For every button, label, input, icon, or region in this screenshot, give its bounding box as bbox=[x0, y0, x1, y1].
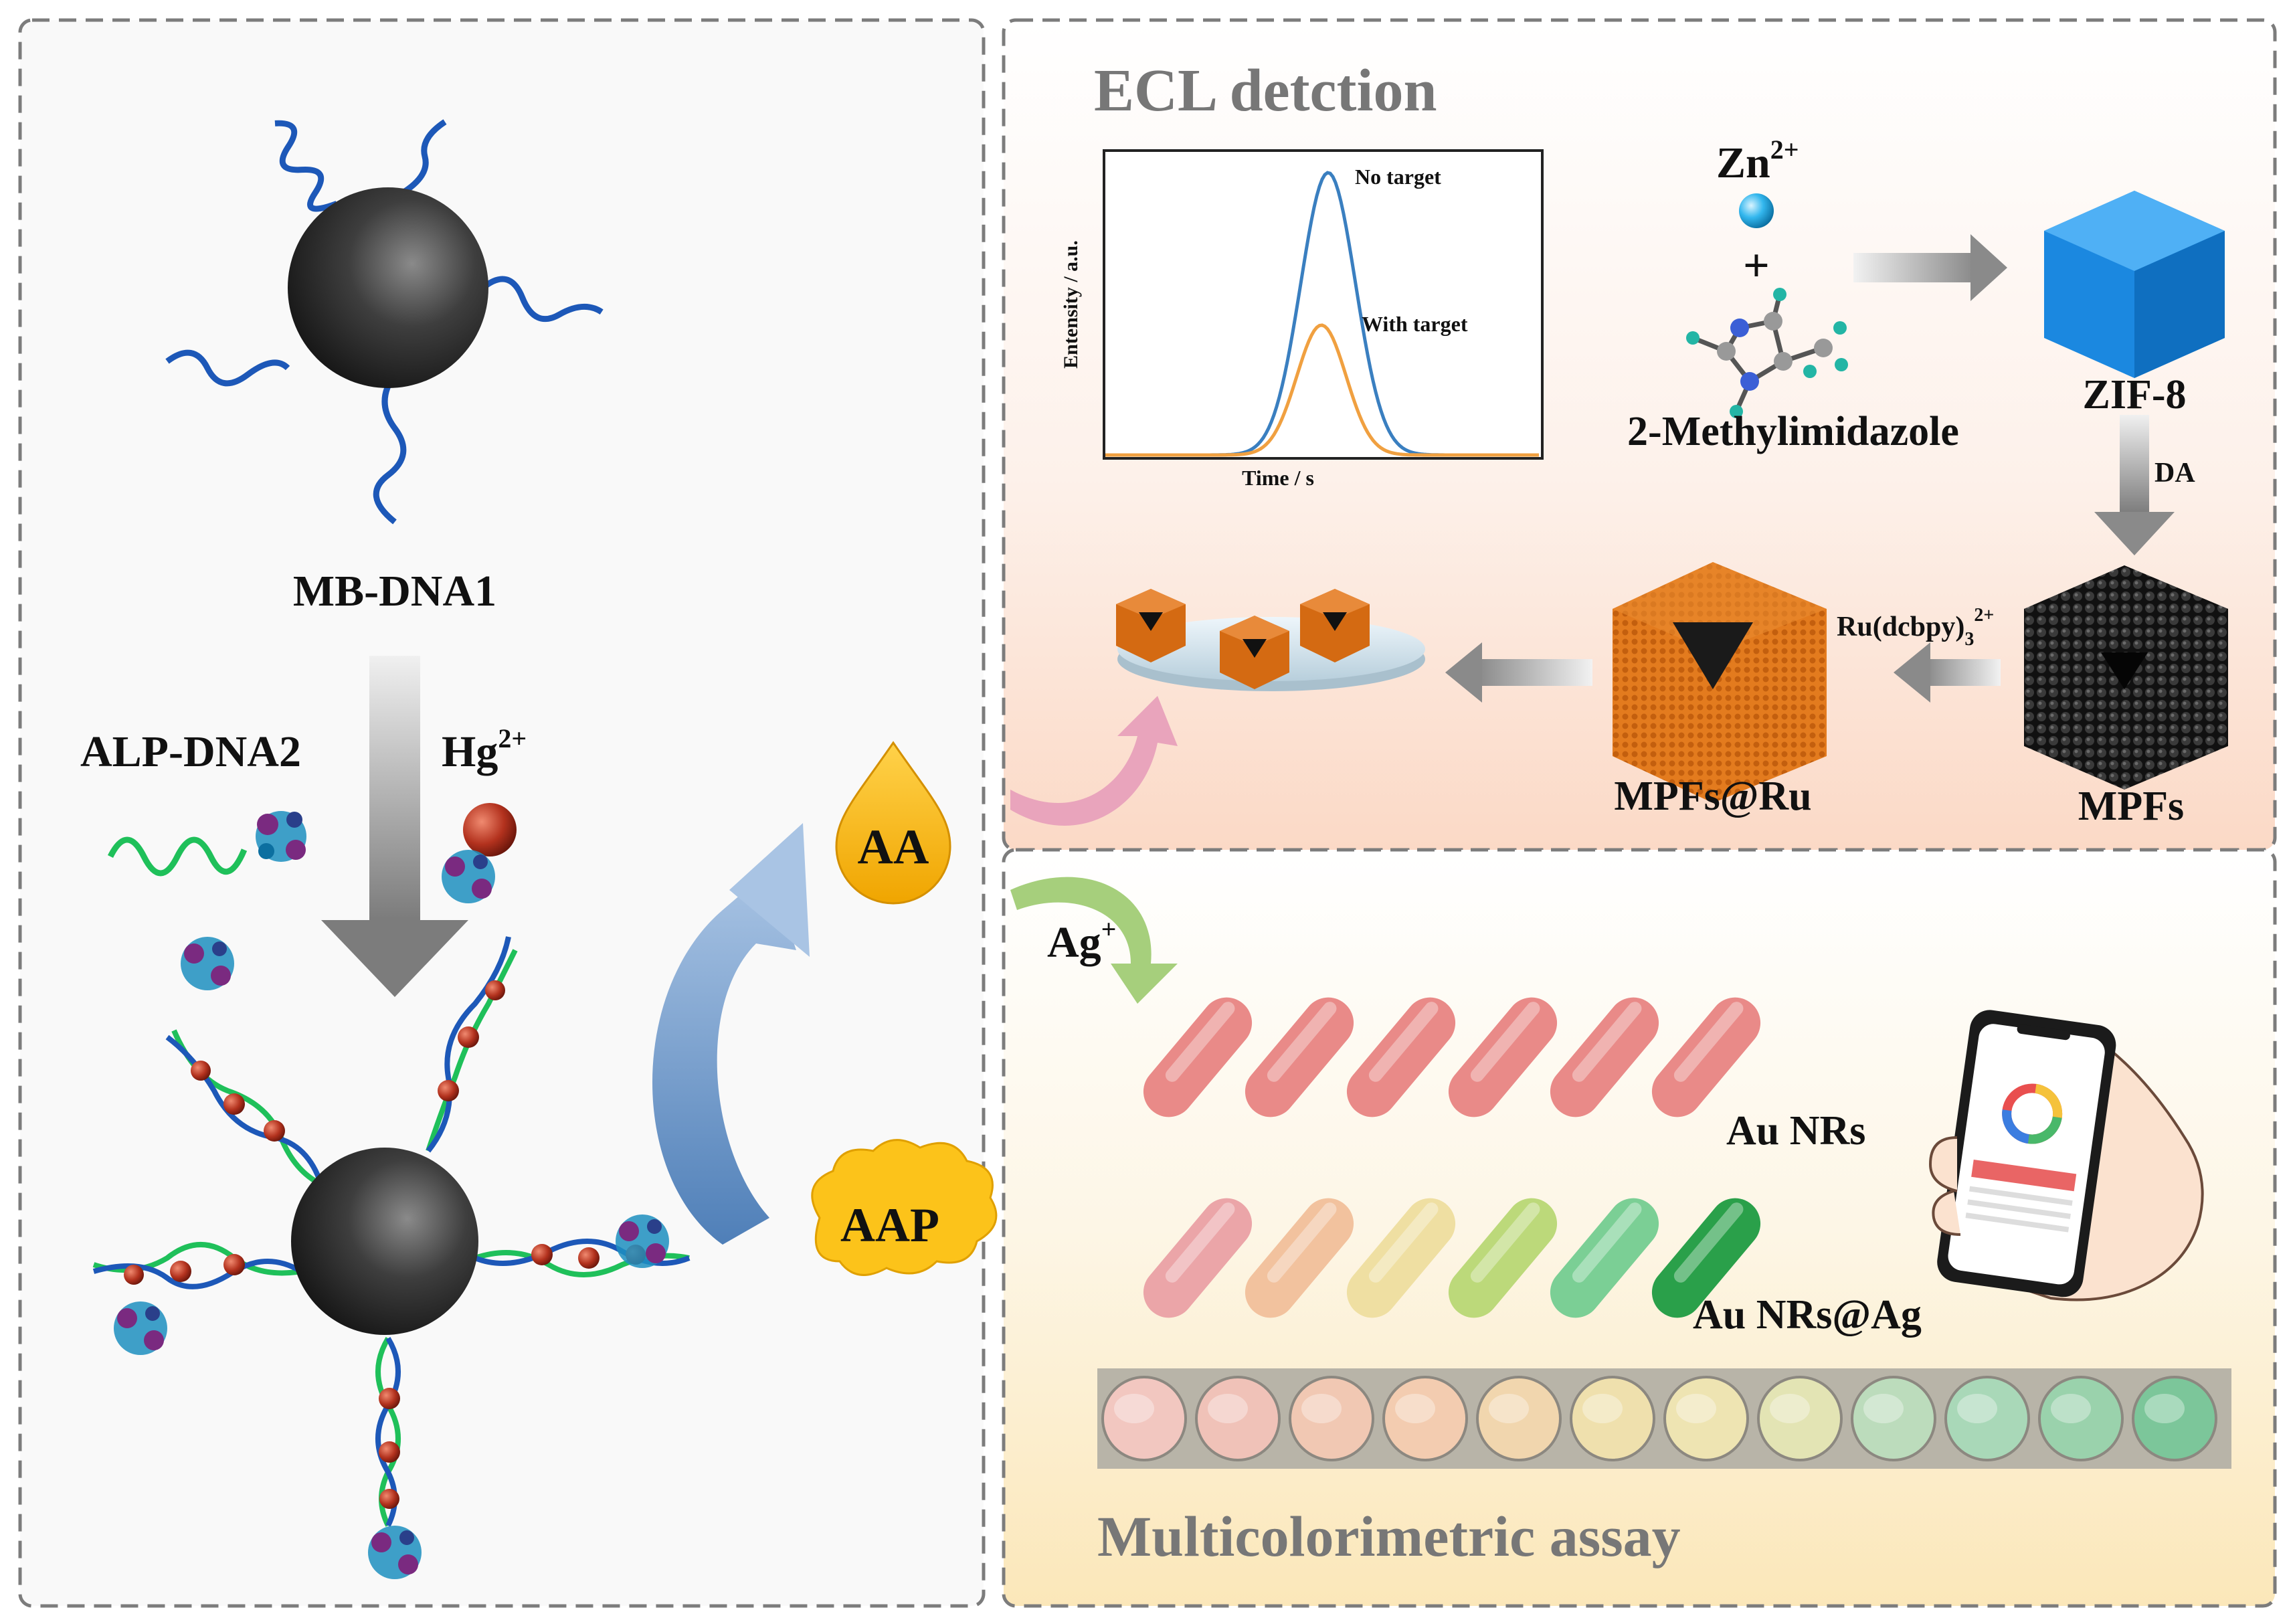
mpfs-ru-cube bbox=[1613, 562, 1827, 803]
magnetic-bead bbox=[288, 187, 488, 388]
alp-dna2-strand bbox=[107, 811, 306, 877]
zif8-cube bbox=[2044, 191, 2225, 378]
mb-dna1-particle bbox=[165, 119, 604, 525]
au-nr-rod-4 bbox=[1448, 997, 1558, 1117]
mpfs-cube bbox=[2024, 565, 2228, 790]
arrow-to-zif8 bbox=[1853, 234, 2007, 301]
ecl-legend-with-target: With target bbox=[1362, 312, 1468, 336]
label-ru-complex: Ru(dcbpy)32+ bbox=[1837, 605, 1994, 650]
au-nr-rod-3 bbox=[1346, 997, 1456, 1117]
well-8 bbox=[1757, 1376, 1843, 1461]
au-nr-rod-6 bbox=[1651, 997, 1761, 1117]
down-arrow-left bbox=[321, 656, 468, 997]
label-zn: Zn2+ bbox=[1716, 134, 1799, 187]
well-1 bbox=[1101, 1376, 1187, 1461]
well-10 bbox=[1944, 1376, 2030, 1461]
plus-sign: + bbox=[1743, 240, 1770, 292]
aa-drop: AA bbox=[835, 741, 951, 905]
ecl-legend-no-target: No target bbox=[1355, 165, 1441, 189]
au-nr-ag-rod-1 bbox=[1143, 1198, 1253, 1318]
ecl-plot: Time / s Entensity / a.u. No target With… bbox=[1060, 149, 1544, 490]
well-9 bbox=[1851, 1376, 1936, 1461]
au-nr-ag-rod-4 bbox=[1448, 1198, 1558, 1318]
green-curved-arrow bbox=[1010, 877, 1178, 1004]
au-nrs-rods bbox=[1143, 997, 1761, 1117]
well-6 bbox=[1570, 1376, 1655, 1461]
mpfs-ru-on-plate bbox=[1116, 589, 1370, 689]
label-hg: Hg2+ bbox=[442, 723, 527, 776]
well-5 bbox=[1476, 1376, 1562, 1461]
ecl-title: ECL detction bbox=[1094, 58, 1437, 124]
au-nr-ag-rod-2 bbox=[1245, 1198, 1354, 1318]
well-7 bbox=[1663, 1376, 1749, 1461]
zn-ion bbox=[1739, 193, 1774, 228]
label-au-nrs: Au NRs bbox=[1726, 1108, 1865, 1154]
label-aa: AA bbox=[858, 820, 929, 875]
smartphone bbox=[1937, 1010, 2116, 1297]
multicolor-title: Multicolorimetric assay bbox=[1097, 1504, 1681, 1568]
ecl-plot-frame bbox=[1103, 149, 1544, 460]
arrow-ru bbox=[1894, 642, 2001, 703]
magnetic-bead-complex bbox=[291, 1148, 478, 1335]
electrode-plate bbox=[1116, 589, 1425, 691]
label-da: DA bbox=[2154, 458, 2195, 488]
well-2 bbox=[1195, 1376, 1281, 1461]
au-nrs-ag-rods bbox=[1143, 1198, 1761, 1318]
well-3 bbox=[1289, 1376, 1374, 1461]
well-strip bbox=[1097, 1368, 2231, 1469]
label-mb-dna1: MB-DNA1 bbox=[293, 567, 496, 616]
ecl-curve-with-target bbox=[1105, 323, 1539, 457]
well-4 bbox=[1382, 1376, 1468, 1461]
well-11 bbox=[2038, 1376, 2124, 1461]
pink-curved-arrow bbox=[1010, 696, 1178, 826]
label-au-nrs-ag: Au NRs@Ag bbox=[1693, 1292, 1922, 1338]
au-nr-rod-5 bbox=[1550, 997, 1659, 1117]
au-nr-ag-rod-5 bbox=[1550, 1198, 1659, 1318]
smartphone-hand bbox=[1928, 1010, 2204, 1301]
arrow-da bbox=[2094, 415, 2175, 555]
label-mpfs: MPFs bbox=[2078, 784, 2184, 829]
methylimidazole-molecule bbox=[1686, 288, 1848, 418]
label-mpfs-ru: MPFs@Ru bbox=[1614, 774, 1811, 819]
blue-curved-arrow bbox=[652, 823, 810, 1245]
au-nr-ag-rod-3 bbox=[1346, 1198, 1456, 1318]
label-2-methylimidazole: 2-Methylimidazole bbox=[1627, 409, 1959, 454]
ecl-xlabel: Time / s bbox=[1242, 466, 1314, 490]
well-12 bbox=[2132, 1376, 2217, 1461]
aap-cloud: AAP bbox=[811, 1139, 998, 1276]
hg-ion bbox=[463, 803, 517, 856]
au-nr-rod-2 bbox=[1245, 997, 1354, 1117]
arrow-to-plate bbox=[1445, 642, 1592, 703]
ecl-ylabel: Entensity / a.u. bbox=[1060, 240, 1082, 369]
au-nr-rod-1 bbox=[1143, 997, 1253, 1117]
label-ag: Ag+ bbox=[1047, 914, 1116, 967]
label-zif8: ZIF-8 bbox=[2083, 372, 2187, 418]
label-alp-dna2: ALP-DNA2 bbox=[80, 727, 301, 776]
label-aap: AAP bbox=[840, 1198, 939, 1252]
dna-complex bbox=[92, 850, 691, 1579]
au-nr-ag-rod-6 bbox=[1651, 1198, 1761, 1318]
